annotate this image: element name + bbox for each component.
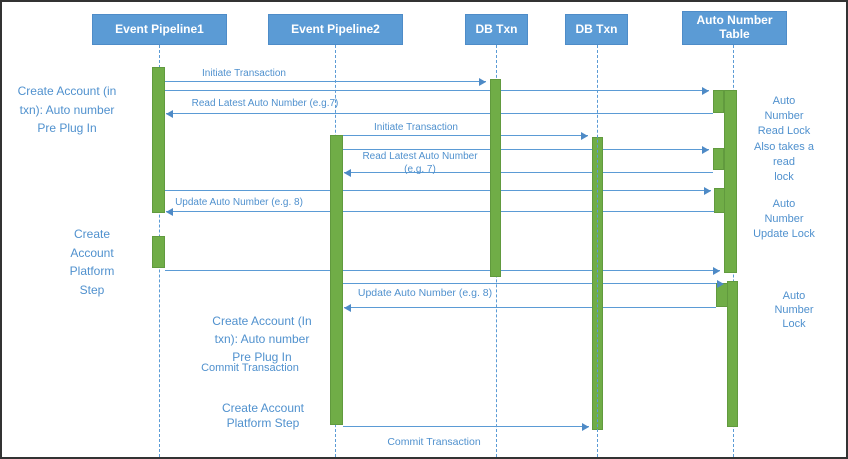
pipeline2-main-bar (330, 135, 343, 425)
arrowhead-update-return-2 (344, 303, 351, 312)
note-pipeline1-platform: Create Account Platform Step (69, 227, 115, 297)
actor-header-event-pipeline-1: Event Pipeline1 (92, 14, 227, 45)
note-commit-transaction: Commit Transaction (201, 362, 299, 374)
note-also-takes-read-lock: Also takes a read lock (754, 141, 814, 183)
actor-header-event-pipeline-2: Event Pipeline2 (268, 14, 403, 45)
message-label-update-return-2: Update Auto Number (e.g. 8) (357, 287, 493, 299)
lifeline-db-txn-2 (597, 45, 598, 457)
message-label-commit-transaction-2: Commit Transaction (387, 436, 481, 448)
actor-header-db-txn-1: DB Txn (465, 14, 528, 45)
note-pipeline2-platform: Create Account Platform Step (221, 401, 305, 430)
message-line-read-request-1 (165, 90, 709, 91)
note-auto-number-read-lock: Auto Number Read Lock (757, 95, 811, 137)
actor-header-db-txn-2: DB Txn (565, 14, 628, 45)
message-line-commit-transaction-1 (165, 270, 720, 271)
arrowhead-update-return-1 (166, 207, 173, 216)
message-line-read-request-2 (343, 149, 709, 150)
arrowhead-initiate-transaction-2 (581, 131, 588, 140)
note-auto-number-lock: Auto Number Lock (774, 290, 814, 330)
message-line-read-return-2 (344, 172, 713, 173)
message-line-read-return-1 (166, 113, 713, 114)
message-line-initiate-transaction-1 (165, 81, 486, 82)
message-label-initiate-transaction-1: Initiate Transaction (202, 68, 286, 79)
auto-number-main-bar-1 (724, 90, 737, 273)
arrowhead-initiate-transaction-1 (479, 77, 486, 86)
arrowhead-update-request-2 (717, 279, 724, 288)
auto-number-update-lock-bar (714, 188, 725, 213)
arrowhead-read-request-2 (702, 145, 709, 154)
note-pipeline1-preplugin: Create Account (in txn): Auto number Pre… (17, 84, 117, 136)
arrowhead-update-request-1 (704, 186, 711, 195)
pipeline1-platform-bar (152, 236, 165, 268)
message-line-initiate-transaction-2 (343, 135, 588, 136)
note-auto-number-update-lock: Auto Number Update Lock (753, 198, 815, 240)
arrowhead-read-return-2 (344, 168, 351, 177)
arrowhead-commit-transaction-1 (713, 266, 720, 275)
message-label-update-return-1: Update Auto Number (e.g. 8) (175, 197, 303, 208)
auto-number-main-bar-2 (727, 281, 738, 427)
message-label-read-return-1: Read Latest Auto Number (e.g.7) (191, 98, 339, 109)
arrowhead-read-return-1 (166, 109, 173, 118)
actor-header-auto-number-table: Auto Number Table (682, 11, 787, 45)
arrowhead-commit-transaction-2 (582, 422, 589, 431)
note-pipeline2-preplugin: Create Account (In txn): Auto number Pre… (212, 314, 312, 364)
arrowhead-read-request-1 (702, 86, 709, 95)
db-txn-1-bar (490, 79, 501, 277)
auto-number-read-lock-bar-1 (713, 90, 724, 113)
pipeline1-main-bar (152, 67, 165, 213)
message-label-read-return-2: Read Latest Auto Number (e.g. 7) (362, 151, 478, 175)
message-line-commit-transaction-2 (343, 426, 589, 427)
message-line-update-request-2 (343, 283, 724, 284)
message-line-update-request-1 (165, 190, 711, 191)
message-line-update-return-1 (166, 211, 714, 212)
message-line-update-return-2 (344, 307, 716, 308)
message-label-initiate-transaction-2: Initiate Transaction (374, 122, 458, 133)
auto-number-read-lock-bar-2 (713, 148, 724, 170)
